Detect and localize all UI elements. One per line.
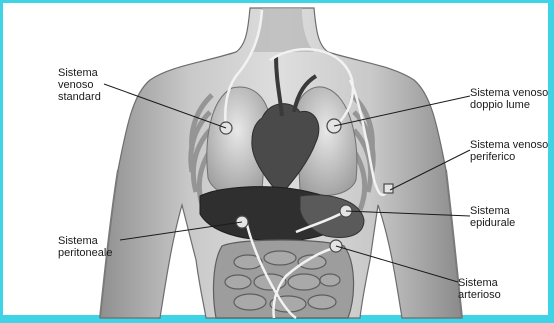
label-sistema-peritoneale: Sistema peritoneale <box>58 235 112 259</box>
label-sistema-venoso-doppio-lume: Sistema venoso doppio lume <box>470 87 548 111</box>
label-sistema-epidurale: Sistema epidurale <box>470 205 515 229</box>
label-sistema-arterioso: Sistema arterioso <box>458 277 501 301</box>
port-periferico <box>384 184 393 193</box>
label-sistema-venoso-periferico: Sistema venoso periferico <box>470 139 548 163</box>
label-sistema-venoso-standard: Sistema venoso standard <box>58 67 101 103</box>
